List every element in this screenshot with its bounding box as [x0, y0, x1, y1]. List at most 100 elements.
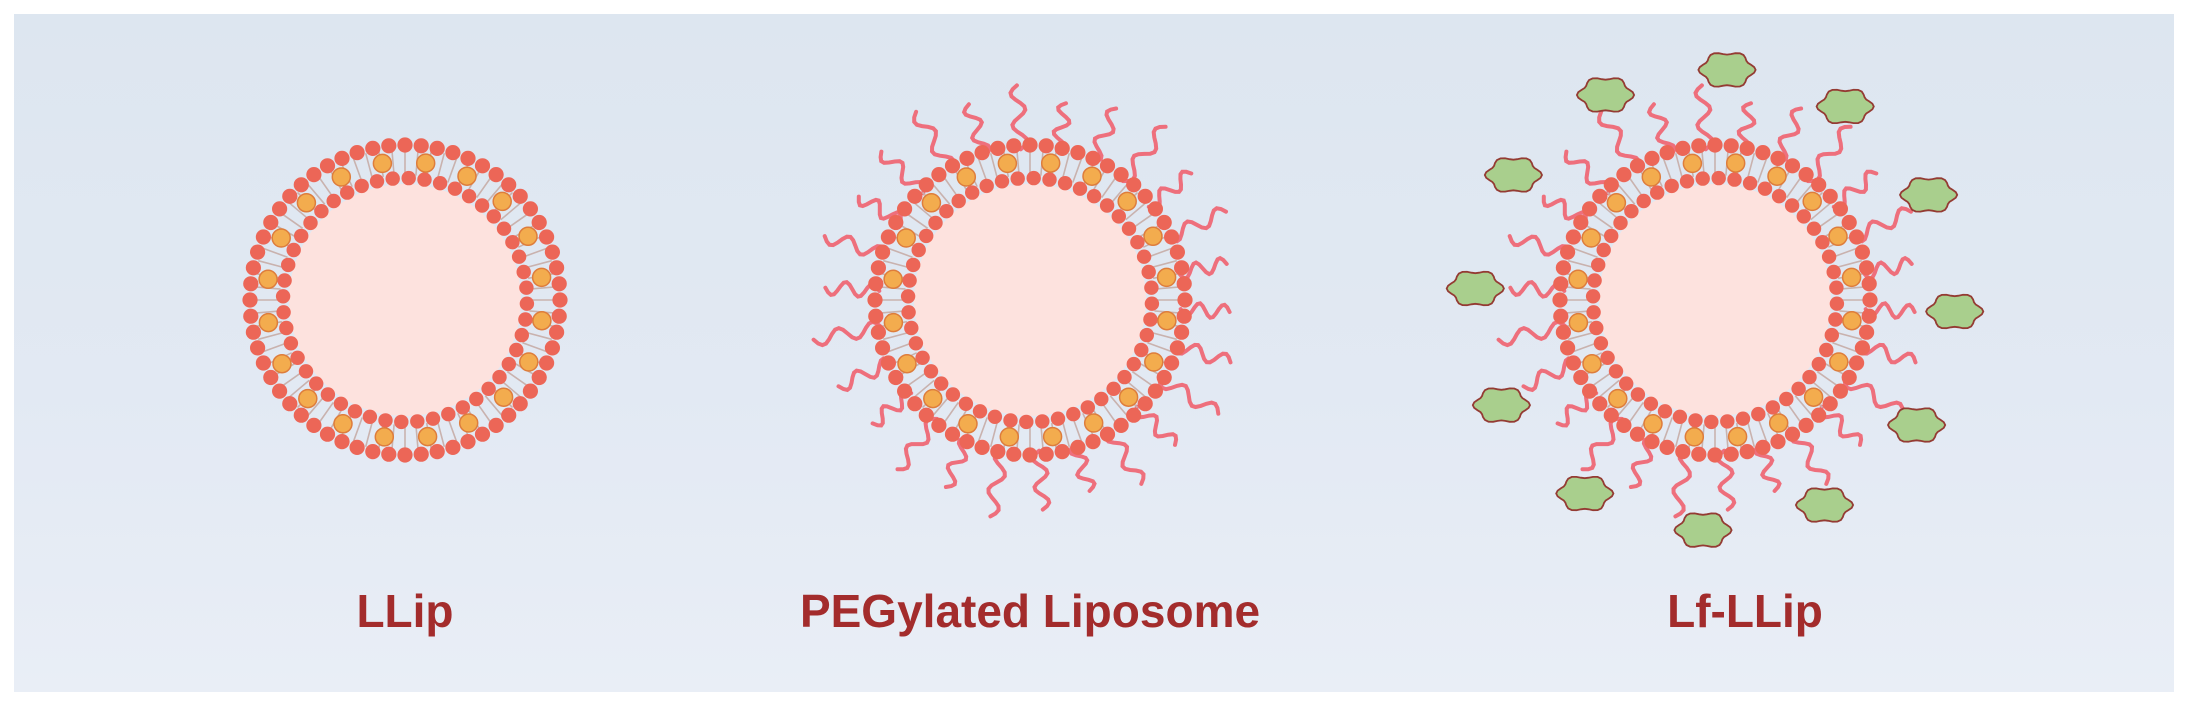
lactoferrin [1555, 476, 1615, 512]
inner-head [333, 396, 349, 411]
inner-head [362, 409, 378, 424]
outer-head [501, 407, 517, 423]
outer-head [1849, 229, 1865, 245]
lipid-tail [1794, 183, 1814, 205]
phospholipid-heads [242, 137, 568, 463]
lipid-tail [529, 286, 557, 290]
outer-head [1573, 214, 1589, 231]
lipid-tail [1816, 371, 1840, 388]
lipid-tail [1835, 259, 1863, 269]
lipid-tail [476, 401, 493, 425]
inner-head [469, 391, 484, 407]
peg-chain [836, 356, 895, 393]
outer-head [1038, 446, 1054, 462]
cholesterol [1042, 426, 1063, 447]
outer-head [1070, 439, 1086, 455]
outer-head [243, 276, 259, 292]
outer-head [1126, 407, 1142, 423]
inner-head [1604, 228, 1619, 244]
inner-head [1819, 342, 1834, 358]
lipid-tail [1786, 401, 1803, 425]
outer-head [1691, 446, 1707, 462]
lipid-tail [261, 247, 288, 258]
peg-chain [1157, 376, 1221, 416]
lipid-tail [288, 201, 310, 221]
lipid-tail [317, 401, 334, 425]
inner-head [908, 336, 924, 351]
cholesterol [1841, 267, 1862, 288]
lipid-tail [1109, 183, 1129, 205]
cholesterol [1144, 352, 1164, 372]
lactoferrin [1673, 512, 1733, 548]
peg-chain [1806, 124, 1853, 184]
lipid-tail [942, 175, 959, 199]
outer-head [544, 244, 561, 260]
outer-head [959, 150, 975, 166]
lipid-tail [306, 395, 326, 417]
outer-head [1644, 150, 1660, 166]
outer-head [1176, 276, 1192, 292]
cholesterol-molecules [883, 153, 1177, 447]
outer-head [875, 244, 891, 260]
lipid-tail [484, 183, 504, 205]
outer-head [282, 396, 298, 412]
inner-head [394, 414, 409, 430]
outer-head [263, 214, 279, 231]
cholesterol [1608, 388, 1628, 409]
inner-head [979, 178, 994, 194]
lipid-tail [522, 342, 549, 353]
outer-head [1147, 201, 1163, 217]
lipid-tail [257, 259, 285, 269]
peg-chain [1597, 109, 1641, 173]
inner-head [915, 350, 930, 365]
cholesterol [997, 153, 1018, 174]
outer-head [1555, 324, 1571, 340]
lipid-tail [476, 175, 493, 199]
outer-head [1156, 369, 1172, 386]
inner-head [972, 404, 988, 419]
outer-head [1553, 308, 1569, 324]
inner-head [1080, 400, 1096, 415]
outer-head [413, 446, 429, 462]
lipid-tail [306, 183, 326, 205]
outer-head [1739, 140, 1755, 156]
peg-chain [1496, 319, 1569, 348]
outer-head [1137, 396, 1153, 412]
outer-head [1675, 140, 1691, 156]
lipid-tail [1072, 417, 1083, 444]
cholesterol [999, 427, 1020, 447]
cholesterol [1117, 191, 1137, 212]
inner-head [1593, 336, 1609, 351]
inner-head [385, 171, 400, 186]
inner-head [1720, 414, 1735, 429]
cholesterol [331, 167, 352, 187]
inner-head [1066, 406, 1081, 422]
outer-head [334, 434, 350, 450]
outer-head [1174, 324, 1190, 340]
lipid-tail [447, 417, 458, 444]
cholesterol [296, 193, 317, 213]
inner-head [496, 221, 512, 236]
lipid-tail [1701, 148, 1705, 176]
outer-head [1113, 417, 1129, 433]
cholesterol [1684, 427, 1705, 447]
cholesterol [518, 226, 538, 247]
inner-head [354, 178, 369, 194]
outer-head [1552, 292, 1568, 308]
inner-head [1742, 176, 1758, 191]
inner-head [1035, 414, 1050, 429]
cholesterol [372, 153, 393, 174]
cholesterol [896, 228, 916, 248]
cholesterol [1767, 166, 1787, 186]
lipid-tail [1590, 212, 1614, 229]
lipid-tail [1746, 152, 1756, 180]
inner-head [1019, 414, 1034, 430]
lipid-tail [1662, 417, 1673, 444]
outer-head [1811, 407, 1827, 423]
inner-head [951, 193, 966, 209]
lipid-tail [1616, 395, 1636, 417]
outer-head [907, 396, 923, 412]
outer-head [413, 138, 429, 154]
lipid-tail [500, 201, 522, 221]
outer-head [875, 340, 891, 356]
